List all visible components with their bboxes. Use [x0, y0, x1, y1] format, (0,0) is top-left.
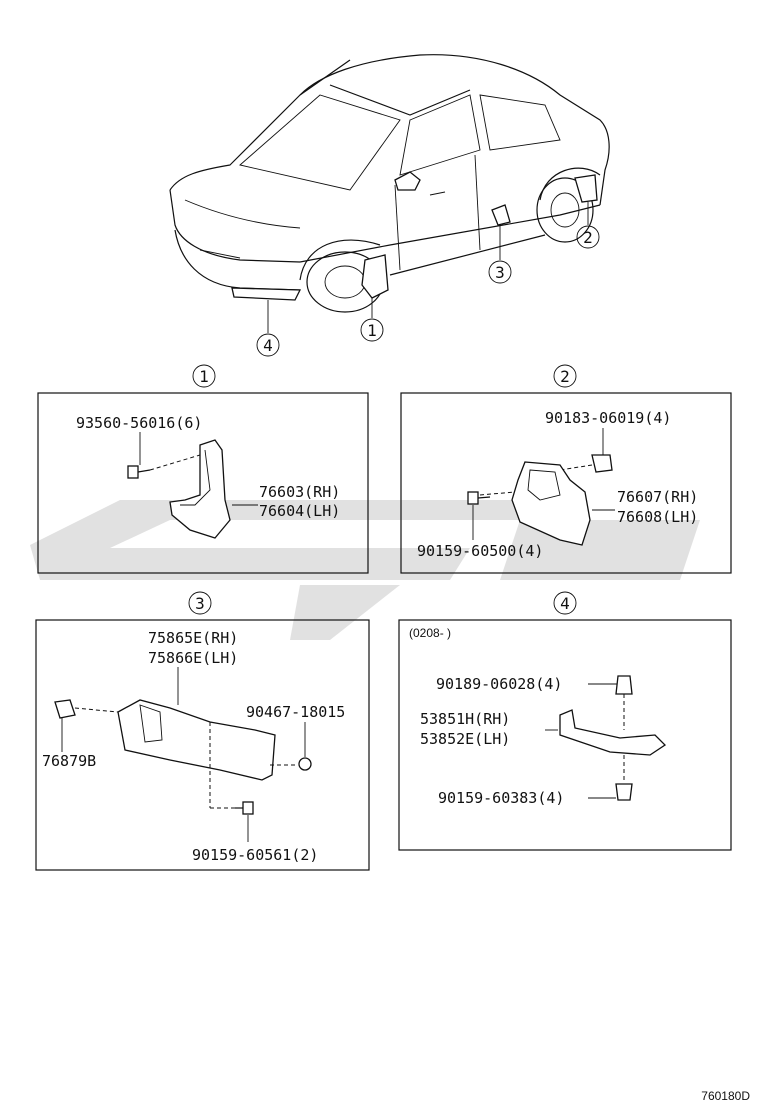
svg-text:4: 4 [263, 336, 273, 355]
panel-2: 2 90183-06019(4) 90159-60500(4) 76607(RH… [400, 364, 732, 574]
rear-mudguard [511, 461, 591, 546]
clip-icon [591, 454, 613, 473]
nut-part-number: 90467-18015 [246, 703, 345, 721]
screw-icon-4 [615, 783, 633, 801]
guard-rh-part-number: 75865E(RH) [148, 629, 238, 647]
screw-part-number-4: 90159-60383(4) [438, 789, 564, 807]
screw-icon-3 [235, 801, 254, 815]
front-mudguard-mark [361, 254, 389, 299]
mudguard-lh-part-number-2: 76608(LH) [617, 508, 698, 526]
clip-part-number-4: 90189-06028(4) [436, 675, 562, 693]
mudguard-rh-part-number-2: 76607(RH) [617, 488, 698, 506]
side-guard-mark [491, 204, 511, 226]
panel-2-title: 2 [560, 367, 570, 386]
panel-4-title: 4 [560, 594, 570, 613]
svg-text:3: 3 [495, 263, 505, 282]
extension-rh-part-number: 53851H(RH) [420, 710, 510, 728]
side-guard [117, 699, 276, 781]
bolt-part-number: 93560-56016(6) [76, 414, 202, 432]
callout-3: 3 [488, 260, 512, 284]
screw-part-number: 90159-60500(4) [417, 542, 543, 560]
bolt-icon [127, 465, 151, 479]
clip-part-number-3: 76879B [42, 752, 96, 770]
spoiler-extension [559, 709, 667, 756]
clip-76879b-icon [54, 699, 76, 719]
callout-1: 1 [360, 318, 384, 342]
panel-3-title: 3 [195, 594, 205, 613]
clip-part-number: 90183-06019(4) [545, 409, 671, 427]
callout-4: 4 [256, 333, 280, 357]
watermark [30, 500, 700, 640]
panel-1: 1 93560-56016(6) 76603(RH) 76604(LH) [37, 364, 369, 574]
front-spoiler-mark [231, 287, 302, 301]
screw-part-number-3: 90159-60561(2) [192, 846, 318, 864]
callout-2: 2 [576, 225, 600, 249]
panel-3: 3 75865E(RH) 75866E(LH) 76879B 90467-180… [35, 591, 370, 871]
panel-4: 4 (0208- ) 90189-06028(4) 53851H(RH) 538… [398, 591, 732, 851]
rear-mudguard-mark [574, 174, 598, 203]
front-mudguard [169, 439, 231, 539]
guard-lh-part-number: 75866E(LH) [148, 649, 238, 667]
figure-code: 760180D [701, 1089, 750, 1103]
panel-1-title: 1 [199, 367, 209, 386]
svg-text:1: 1 [367, 321, 377, 340]
extension-lh-part-number: 53852E(LH) [420, 730, 510, 748]
car-illustration [169, 54, 610, 333]
date-range: (0208- ) [409, 626, 451, 640]
clip-icon-4 [615, 675, 633, 695]
nut-icon [298, 757, 312, 771]
mudguard-lh-part-number: 76604(LH) [259, 502, 340, 520]
screw-icon [467, 491, 491, 505]
mudguard-rh-part-number: 76603(RH) [259, 483, 340, 501]
svg-text:2: 2 [583, 228, 593, 247]
